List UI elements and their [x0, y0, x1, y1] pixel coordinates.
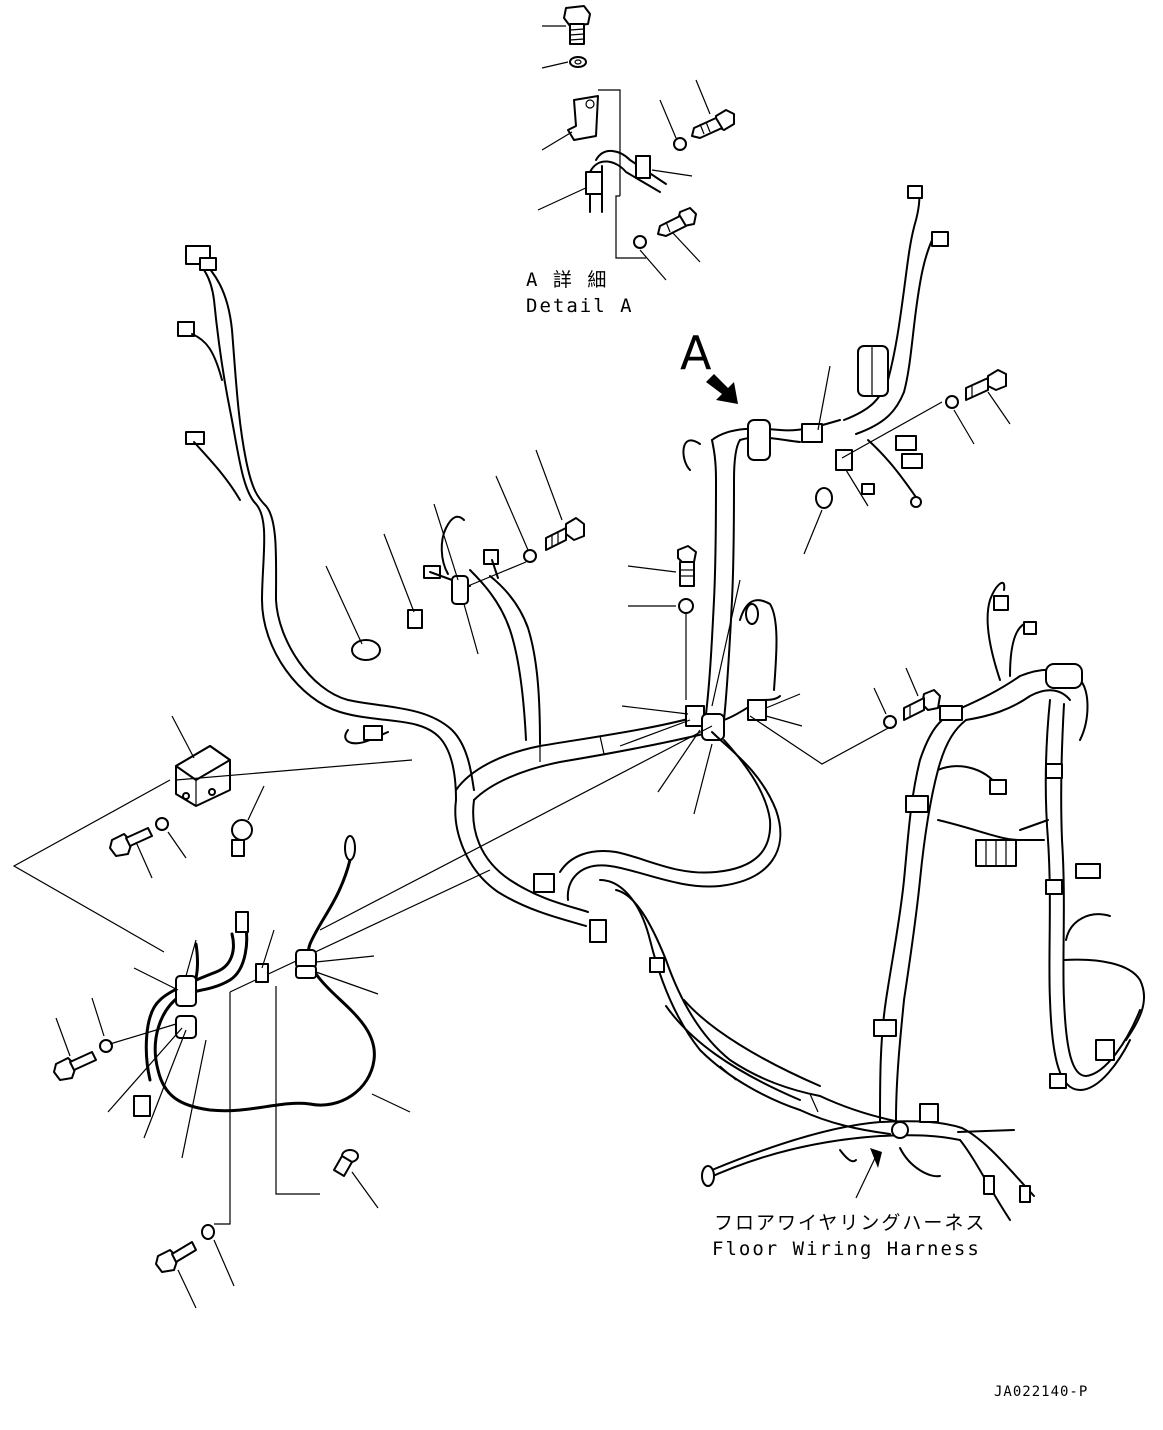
bolt	[545, 517, 585, 551]
clip	[635, 155, 651, 179]
clip	[585, 171, 603, 195]
grommet	[815, 487, 833, 509]
washer	[569, 56, 587, 68]
washer	[673, 137, 687, 151]
lower-left-assembly	[12, 610, 893, 1309]
harness-label-en: Floor Wiring Harness	[712, 1238, 981, 1260]
connector	[363, 725, 383, 741]
clip	[873, 1019, 897, 1037]
bolt	[563, 5, 591, 45]
view-arrow	[706, 374, 738, 404]
connector	[589, 919, 607, 943]
harness-end	[701, 1165, 715, 1187]
harness-label-jp: フロアワイヤリングハーネス	[714, 1212, 987, 1234]
main-harness	[177, 185, 1145, 1221]
bolt	[903, 689, 941, 721]
connector	[483, 549, 499, 565]
connector	[133, 1095, 151, 1117]
clip	[407, 609, 423, 629]
detail-a-title-en: Detail A	[526, 295, 634, 317]
detail-a-view	[537, 5, 735, 281]
clamp	[175, 1015, 197, 1039]
grommet	[351, 639, 381, 661]
connector	[919, 1103, 939, 1123]
bolt	[53, 1051, 97, 1081]
drawing-code: JA022140-P	[994, 1384, 1089, 1400]
washer	[678, 598, 694, 614]
connector	[533, 873, 555, 893]
bolt	[657, 207, 697, 237]
view-marker-label: A	[680, 326, 712, 380]
clamp	[175, 975, 197, 1007]
connector	[895, 435, 917, 451]
bolt	[677, 545, 697, 587]
bracket	[567, 95, 599, 141]
washer	[201, 1224, 215, 1240]
center-fasteners	[325, 365, 1011, 815]
terminal	[344, 835, 356, 861]
connector	[857, 345, 889, 397]
clip	[649, 957, 665, 973]
control-module	[175, 745, 231, 807]
connector	[907, 185, 923, 199]
connector	[931, 231, 949, 247]
washer	[523, 549, 537, 563]
clamp	[451, 575, 469, 605]
bolt	[965, 369, 1007, 401]
harness-label-arrow	[855, 1148, 882, 1199]
detail-a-title-jp: A 詳 細	[526, 269, 609, 291]
washer	[883, 715, 897, 729]
clip	[905, 795, 929, 813]
connector	[177, 321, 195, 337]
washer	[155, 817, 169, 831]
grommet	[231, 819, 253, 841]
washer	[633, 235, 647, 249]
clip	[835, 449, 853, 471]
connector	[255, 963, 269, 983]
washer	[99, 1039, 113, 1053]
bolt	[691, 109, 735, 139]
connector	[235, 911, 249, 933]
washer	[945, 395, 959, 409]
clamp	[747, 419, 771, 461]
clamp	[701, 713, 725, 741]
bolt	[155, 1241, 197, 1273]
bolt	[109, 827, 153, 857]
spacer	[333, 1149, 359, 1177]
clip	[801, 423, 823, 443]
